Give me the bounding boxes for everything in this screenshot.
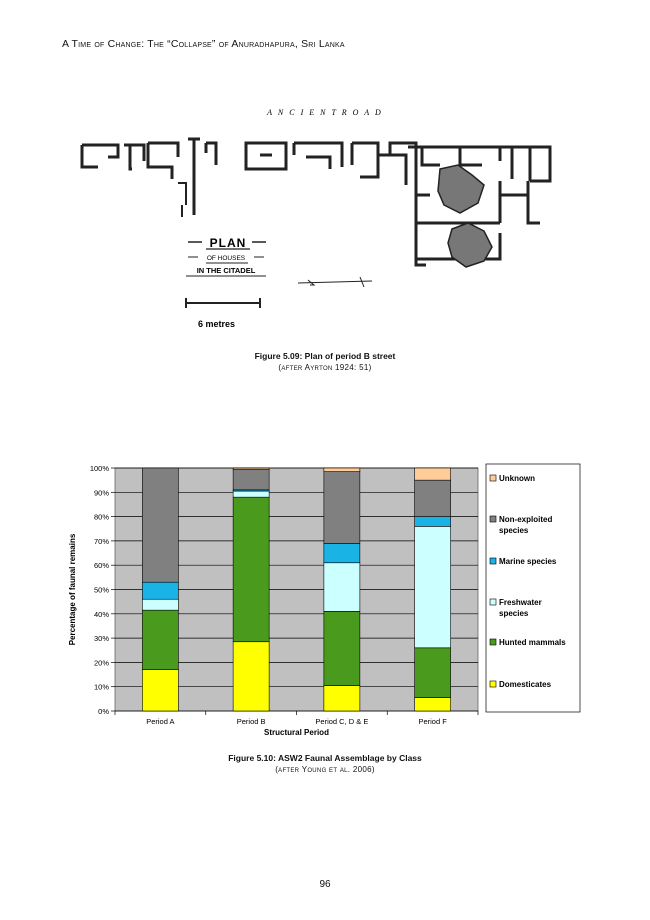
plan-title: PLAN OF HOUSES IN THE CITADEL (186, 236, 266, 277)
legend-swatch-freshwater-species (489, 598, 497, 606)
bar-segment-domesticates (323, 685, 361, 712)
bar-segment-hunted-mammals (323, 611, 361, 686)
y-tick-label: 100% (90, 464, 110, 473)
bar-segment-marine-species (142, 581, 179, 600)
figure-509-caption: Figure 5.09: Plan of period B street (af… (0, 350, 650, 374)
plan-label: PLAN (210, 236, 247, 250)
figure-509-title: Figure 5.09: Plan of period B street (254, 351, 396, 361)
y-tick-label: 40% (94, 610, 109, 619)
bar-segment-unknown (232, 467, 270, 470)
of-houses-label: OF HOUSES (207, 255, 246, 262)
north-arrow (297, 276, 373, 288)
house-outlines (80, 137, 552, 267)
plan-drawing: A N C I E N T R O A D PLAN OF HOUSES IN … (80, 108, 552, 329)
bar-segment-freshwater-species (323, 562, 361, 612)
y-tick-label: 10% (94, 683, 109, 692)
x-tick-label: Period B (237, 717, 266, 726)
bar-segment-non-exploited-species (323, 471, 361, 544)
bar-segment-hunted-mammals (142, 609, 179, 670)
bar-segment-non-exploited-species (142, 467, 179, 583)
bar-segment-hunted-mammals (414, 647, 451, 698)
road-label: A N C I E N T R O A D (266, 108, 383, 117)
figure-510-title: Figure 5.10: ASW2 Faunal Assemblage by C… (228, 753, 422, 763)
x-axis-title: Structural Period (264, 728, 329, 737)
bar-segment-freshwater-species (232, 490, 270, 498)
figure-510-caption: Figure 5.10: ASW2 Faunal Assemblage by C… (0, 752, 650, 776)
bar-segment-marine-species (323, 543, 361, 564)
running-head: A Time of Change: The “Collapse” of Anur… (62, 38, 345, 50)
y-tick-label: 50% (94, 586, 109, 595)
x-tick-label: Period F (418, 717, 447, 726)
y-tick-label: 30% (94, 634, 109, 643)
legend-swatch-domesticates (489, 680, 497, 688)
legend-swatch-unknown (489, 474, 497, 482)
bar-segment-domesticates (142, 669, 179, 712)
legend-label-hunted-mammals: Hunted mammals (499, 638, 566, 647)
page-number: 96 (319, 879, 331, 890)
legend-box (485, 463, 581, 713)
legend-swatch-non-exploited-species (489, 515, 497, 523)
y-tick-label: 0% (98, 707, 109, 716)
bar-segment-domesticates (232, 641, 270, 712)
x-tick-label: Period A (146, 717, 174, 726)
bar-segment-unknown (323, 467, 361, 472)
figure-509-source: (after Ayrton 1924: 51) (278, 363, 372, 372)
y-tick-label: 90% (94, 488, 109, 497)
x-tick-label: Period C, D & E (315, 717, 368, 726)
figure-510-source: (after Young et al. 2006) (275, 765, 375, 774)
bar-segment-domesticates (414, 697, 451, 712)
legend-swatch-marine-species (489, 557, 497, 565)
y-tick-label: 60% (94, 561, 109, 570)
faunal-assemblage-chart: 0% 10% 20% 30% 40% 50% 60% 70% 80% 90% 100% Period … (68, 463, 581, 737)
y-tick-label: 70% (94, 537, 109, 546)
bar-segment-freshwater-species (414, 526, 451, 649)
scale-bar: 6 metres (185, 298, 261, 329)
legend-label-domesticates: Domesticates (499, 680, 552, 689)
scale-label: 6 metres (198, 319, 235, 329)
bar-segment-freshwater-species (142, 598, 179, 611)
legend-label-marine-species: Marine species (499, 557, 557, 566)
trees (437, 164, 493, 268)
legend-swatch-hunted-mammals (489, 638, 497, 646)
bar-segment-hunted-mammals (232, 496, 270, 643)
y-axis-title: Percentage of faunal remains (68, 533, 77, 645)
in-the-citadel-label: IN THE CITADEL (197, 266, 256, 275)
y-tick-label: 20% (94, 658, 109, 667)
bar-segment-unknown (414, 467, 451, 481)
y-tick-label: 80% (94, 513, 109, 522)
bar-segment-non-exploited-species (414, 479, 451, 517)
bar-segment-marine-species (414, 516, 451, 527)
legend-label-unknown: Unknown (499, 474, 535, 483)
bar-segment-non-exploited-species (232, 468, 270, 491)
